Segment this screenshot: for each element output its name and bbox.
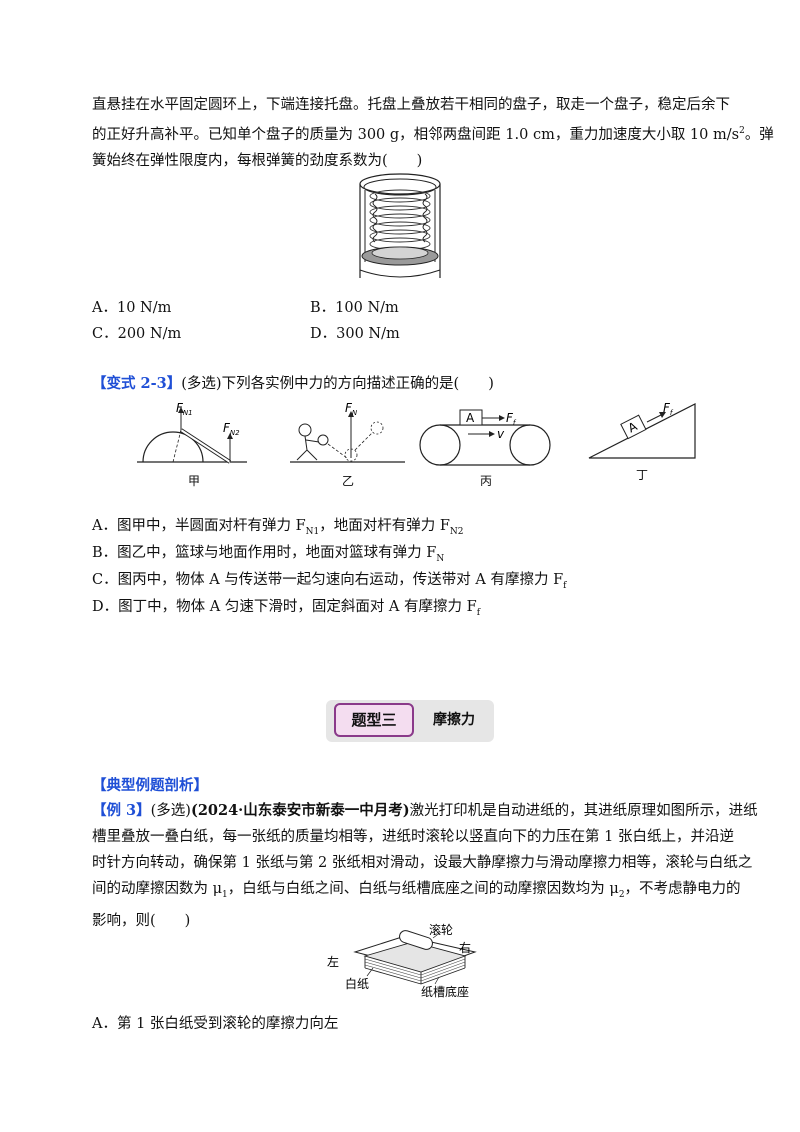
example-3-line-1: 【例 3】(多选)(2024·山东泰安市新泰一中月考)激光打印机是自动进纸的，其… (92, 802, 758, 819)
problem-2-option-b: B．100 N/m (310, 300, 399, 316)
figure-yi: FN (290, 401, 405, 463)
label-fn1: FN1 (176, 401, 193, 417)
example-3-line-4: 间的动摩擦因数为 μ1，白纸与白纸之间、白纸与纸槽底座之间的动摩擦因数均为 μ2… (92, 881, 741, 900)
figure-jia: FN1 FN2 (137, 401, 247, 464)
example-3-option-a: A．第 1 张白纸受到滚轮的摩擦力向左 (92, 1016, 339, 1032)
example-3-line-5: 影响，则( ) (92, 912, 191, 929)
label-fn: FN (345, 401, 358, 417)
section-header: 题型三 摩擦力 (326, 700, 494, 742)
problem-2-stem: 直悬挂在水平固定圆环上，下端连接托盘。托盘上叠放若干相同的盘子，取走一个盘子，稳… (92, 92, 774, 174)
label-fn2: FN2 (223, 421, 240, 437)
problem-2-line-3: 簧始终在弹性限度内，每根弹簧的劲度系数为( ) (92, 152, 423, 169)
example-3-stem: 【例 3】(多选)(2024·山东泰安市新泰一中月考)激光打印机是自动进纸的，其… (92, 798, 758, 934)
label-v: v (497, 427, 505, 441)
paper-feed-figure: 滚轮 左 右 白纸 纸槽底座 (327, 922, 477, 999)
variant-label: 【变式 2-3】 (92, 375, 182, 392)
variant-option-b: B．图乙中，篮球与地面作用时，地面对篮球有弹力 FN (92, 545, 445, 564)
figure-bing: A Ff v (419, 409, 551, 466)
label-paper: 白纸 (345, 976, 369, 991)
example-heading: 【典型例题剖析】 (92, 777, 208, 794)
label-right: 右 (459, 940, 471, 955)
caption-bing: 丙 (480, 474, 493, 488)
label-ff-bing: Ff (506, 411, 517, 427)
section-type-label: 题型三 (334, 703, 414, 737)
caption-jia: 甲 (188, 474, 201, 488)
figure-ding: A Ff (588, 401, 696, 459)
variant-option-c: C．图丙中，物体 A 与传送带一起匀速向右运动，传送带对 A 有摩擦力 Ff (92, 572, 567, 591)
spring-plate-apparatus-figure (359, 173, 441, 278)
label-ff-ding: Ff (663, 401, 674, 417)
problem-2-option-c: C．200 N/m (92, 326, 182, 342)
label-left: 左 (327, 954, 339, 969)
problem-2-line-1: 直悬挂在水平固定圆环上，下端连接托盘。托盘上叠放若干相同的盘子，取走一个盘子，稳… (92, 97, 730, 113)
caption-ding: 丁 (636, 468, 649, 482)
variant-option-a: A．图甲中，半圆面对杆有弹力 FN1，地面对杆有弹力 FN2 (92, 518, 464, 537)
problem-2-option-d: D．300 N/m (310, 326, 400, 342)
variant-option-d: D．图丁中，物体 A 匀速下滑时，固定斜面对 A 有摩擦力 Ff (92, 599, 481, 618)
label-block-a: A (466, 411, 475, 425)
label-base: 纸槽底座 (421, 984, 469, 999)
example-3-line-2: 槽里叠放一叠白纸，每一张纸的质量均相等，进纸时滚轮以竖直向下的力压在第 1 张白… (92, 829, 734, 845)
problem-2-option-a: A．10 N/m (92, 300, 172, 316)
section-topic: 摩擦力 (433, 712, 475, 728)
caption-yi: 乙 (342, 474, 355, 488)
problem-2-line-2: 的正好升高补平。已知单个盘子的质量为 300 g，相邻两盘间距 1.0 cm，重… (92, 126, 774, 143)
variant-2-3-stem: 【变式 2-3】(多选)下列各实例中力的方向描述正确的是( ) (92, 375, 494, 392)
label-roller: 滚轮 (429, 922, 453, 937)
example-3-line-3: 时针方向转动，确保第 1 张纸与第 2 张纸相对滑动，设最大静摩擦力与滑动摩擦力… (92, 855, 753, 871)
